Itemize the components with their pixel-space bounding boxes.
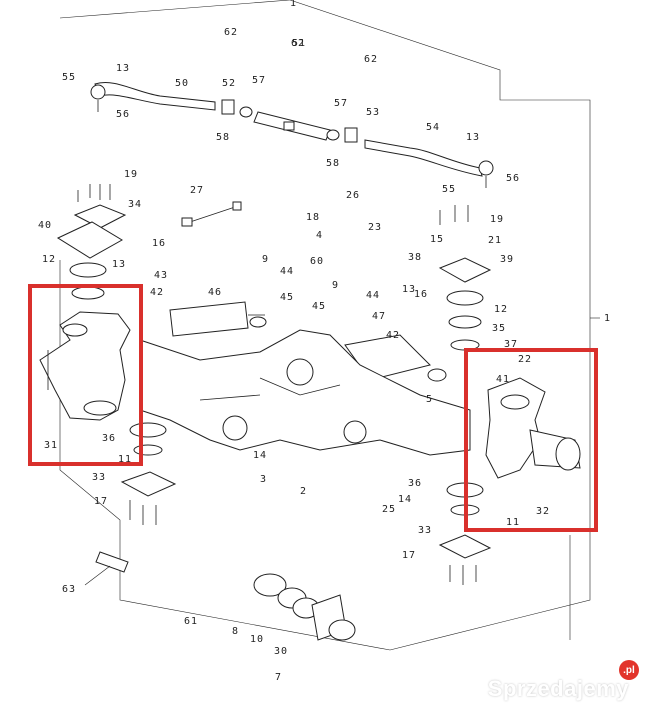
callout: 62 [291, 38, 305, 49]
callout: 63 [62, 584, 76, 595]
callout: 11 [506, 517, 520, 528]
callout: 19 [124, 169, 138, 180]
callout: 60 [310, 256, 324, 267]
callout: 8 [232, 626, 239, 637]
callout: 16 [152, 238, 166, 249]
callout: 30 [274, 646, 288, 657]
callout: 55 [442, 184, 456, 195]
callout: 44 [366, 290, 380, 301]
mounting-bolts-left [56, 184, 127, 300]
callout: 61 [184, 616, 198, 627]
callout: 18 [306, 212, 320, 223]
callout: 47 [372, 311, 386, 322]
callout: 50 [175, 78, 189, 89]
callout: 10 [250, 634, 264, 645]
callout: 58 [326, 158, 340, 169]
callout: 42 [150, 287, 164, 298]
callout: 45 [312, 301, 326, 312]
callout: 33 [92, 472, 106, 483]
callout: 52 [222, 78, 236, 89]
callout: 26 [346, 190, 360, 201]
sensor-part [181, 201, 242, 227]
callout: 11 [118, 454, 132, 465]
callout: 19 [490, 214, 504, 225]
callout: 57 [334, 98, 348, 109]
callout: 17 [402, 550, 416, 561]
pin-part [84, 551, 129, 586]
callout: 21 [488, 235, 502, 246]
callout: 31 [44, 440, 58, 451]
callout: 12 [42, 254, 56, 265]
callout: 13 [112, 259, 126, 270]
callout: 32 [536, 506, 550, 517]
right-upper-parts [438, 205, 492, 351]
callout: 44 [280, 266, 294, 277]
callout: 38 [408, 252, 422, 263]
callout: 27 [190, 185, 204, 196]
watermark-badge: .pl [619, 660, 639, 680]
callout: 37 [504, 339, 518, 350]
callout: 14 [398, 494, 412, 505]
callout: 62 [364, 54, 378, 65]
watermark-logo: Sprzedajemy [487, 676, 629, 701]
callout: 45 [280, 292, 294, 303]
right-steering-knuckle [485, 377, 581, 479]
left-highlight-box [28, 284, 143, 466]
callout: 55 [62, 72, 76, 83]
callout: 56 [506, 173, 520, 184]
callout: 39 [500, 254, 514, 265]
callout-labels: 1 1 2 3 4 5 7 8 9 9 10 11 11 12 12 13 13… [38, 0, 611, 683]
callout: 12 [494, 304, 508, 315]
axle-housing [139, 329, 471, 456]
bearing-kit [253, 573, 356, 641]
callout: 4 [316, 230, 323, 241]
callout: 1 [290, 0, 297, 9]
callout: 57 [252, 75, 266, 86]
callout: 43 [154, 270, 168, 281]
callout: 9 [262, 254, 269, 265]
seals-left-lower [120, 422, 177, 525]
right-highlight-box [464, 348, 598, 532]
callout: 9 [332, 280, 339, 291]
callout: 25 [382, 504, 396, 515]
callout: 15 [430, 234, 444, 245]
callout: 1 [604, 313, 611, 324]
callout: 7 [275, 672, 282, 683]
callout: 58 [216, 132, 230, 143]
callout: 36 [102, 433, 116, 444]
callout: 46 [208, 287, 222, 298]
callout: 13 [402, 284, 416, 295]
callout: 36 [408, 478, 422, 489]
callout: 53 [366, 107, 380, 118]
callout: 17 [94, 496, 108, 507]
callout: 13 [466, 132, 480, 143]
callout: 16 [414, 289, 428, 300]
callout: 42 [386, 330, 400, 341]
callout: 5 [426, 394, 433, 405]
tie-rod-assembly [90, 82, 494, 188]
callout: 2 [300, 486, 307, 497]
callout: 41 [496, 374, 510, 385]
callout: 62 [224, 27, 238, 38]
callout: 22 [518, 354, 532, 365]
callout: 14 [253, 450, 267, 461]
callout: 51 [292, 38, 306, 49]
callout: 54 [426, 122, 440, 133]
callout: 23 [368, 222, 382, 233]
callout: 33 [418, 525, 432, 536]
callout: 3 [260, 474, 267, 485]
callout: 34 [128, 199, 142, 210]
callout: 40 [38, 220, 52, 231]
left-steering-knuckle [39, 311, 131, 421]
callout: 35 [492, 323, 506, 334]
callout: 56 [116, 109, 130, 120]
callout: 13 [116, 63, 130, 74]
